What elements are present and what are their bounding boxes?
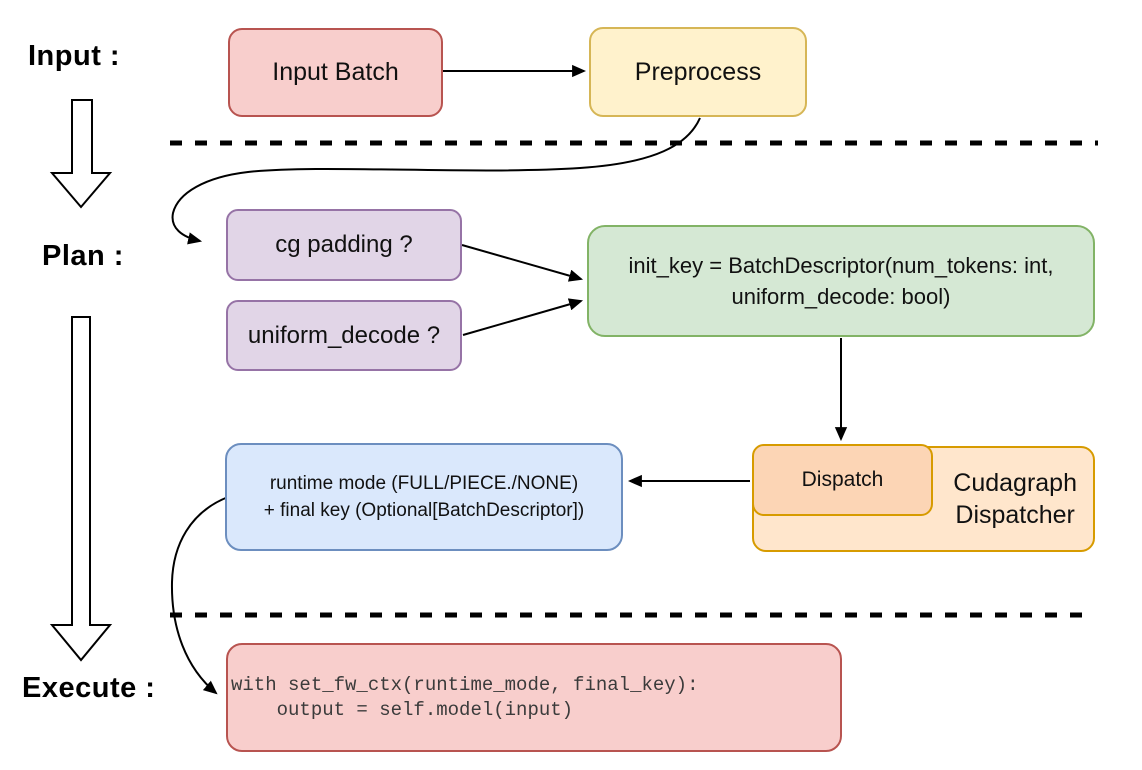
stage-arrow-input-to-plan [49,99,113,209]
curve-runtime-mode-to-execute-code [170,496,229,695]
node-uniform-decode: uniform_decode ? [226,300,462,371]
stage-label-execute: Execute : [22,672,156,704]
node-execute-code: with set_fw_ctx(runtime_mode, final_key)… [226,643,842,752]
dispatch-label: Dispatch [801,468,884,492]
node-init-key: init_key = BatchDescriptor(num_tokens: i… [587,225,1095,337]
arrow-uniform-decode-to-init-key [462,298,584,336]
curve-preprocess-to-cg-padding [171,117,701,245]
node-preprocess: Preprocess [589,27,807,117]
runtime-mode-line2: + final key (Optional[BatchDescriptor]) [263,500,585,521]
uniform-decode-label: uniform_decode ? [247,321,441,349]
preprocess-label: Preprocess [634,57,762,86]
init-key-line1: init_key = BatchDescriptor(num_tokens: i… [628,253,1054,278]
node-input-batch: Input Batch [228,28,443,117]
stage-label-plan: Plan : [42,240,124,272]
runtime-mode-line1: runtime mode (FULL/PIECE./NONE) [269,473,579,494]
execute-code-text: with set_fw_ctx(runtime_mode, final_key)… [231,673,699,721]
stage-arrow-plan-to-execute [49,316,113,662]
cudagraph-dispatcher-line2: Dispatcher [955,501,1075,529]
input-batch-label: Input Batch [272,58,399,87]
cudagraph-dispatcher-line1: Cudagraph [953,469,1077,497]
node-dispatch: Dispatch [752,444,933,516]
cudagraph-dispatcher-label: Cudagraph Dispatcher [953,467,1077,531]
stage-label-input: Input : [28,40,121,72]
node-cg-padding: cg padding ? [226,209,462,281]
arrow-cg-padding-to-init-key [461,244,584,282]
cg-padding-label: cg padding ? [275,231,413,259]
init-key-line2: uniform_decode: bool) [731,284,951,309]
node-runtime-mode: runtime mode (FULL/PIECE./NONE) + final … [225,443,623,551]
